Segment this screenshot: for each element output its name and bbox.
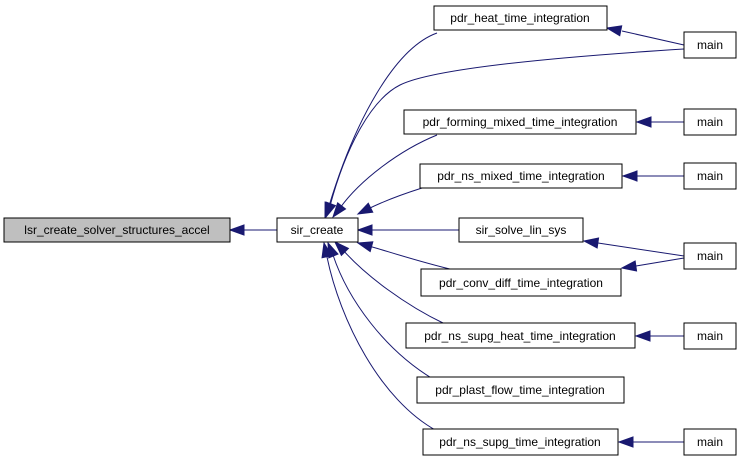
arrowhead-icon (356, 224, 373, 236)
node-main-2[interactable]: main (683, 108, 737, 136)
edge-line (339, 134, 438, 209)
arrowhead-icon (356, 241, 374, 253)
node-label: pdr_ns_supg_time_integration (439, 435, 600, 449)
node-label: lsr_create_solver_structures_accel (24, 223, 209, 237)
node-label: pdr_ns_supg_heat_time_integration (424, 329, 615, 343)
node-pdr-heat-time-integration[interactable]: pdr_heat_time_integration (433, 5, 608, 31)
node-label: pdr_heat_time_integration (450, 11, 589, 25)
node-label: pdr_forming_mixed_time_integration (423, 115, 618, 129)
node-pdr-ns-mixed-time-integration[interactable]: pdr_ns_mixed_time_integration (419, 163, 623, 189)
node-label: pdr_conv_diff_time_integration (439, 276, 603, 290)
node-label: main (697, 435, 723, 449)
node-label: sir_create (291, 223, 344, 237)
node-pdr-conv-diff-time-integration[interactable]: pdr_conv_diff_time_integration (420, 268, 622, 297)
node-main-1[interactable]: main (683, 31, 737, 59)
edge-main4-to-solve (582, 237, 685, 257)
node-main-4[interactable]: main (683, 242, 737, 270)
node-pdr-ns-supg-time-integration[interactable]: pdr_ns_supg_time_integration (422, 428, 619, 456)
arrowhead-icon (228, 224, 245, 236)
edge-sir_create-to-lsr (228, 224, 277, 236)
edge-main3-to-ns_mixed (621, 170, 684, 182)
edge-line (332, 254, 434, 380)
node-label: main (697, 38, 723, 52)
edge-line (635, 257, 685, 267)
node-main-5[interactable]: main (683, 322, 737, 350)
edge-supg_heat-to-sir_create (333, 240, 446, 325)
edge-solve-to-sir_create (356, 224, 459, 236)
edge-main6-to-supg (617, 436, 684, 448)
edge-main4-to-conv (620, 257, 685, 272)
node-label: pdr_plast_flow_time_integration (435, 383, 604, 397)
node-label: main (697, 115, 723, 129)
arrowhead-icon (617, 436, 634, 448)
node-main-3[interactable]: main (683, 162, 737, 190)
edge-main5-to-supg_heat (634, 330, 684, 342)
node-label: main (697, 329, 723, 343)
node-pdr-ns-supg-heat-time-integration[interactable]: pdr_ns_supg_heat_time_integration (405, 322, 636, 349)
edge-line (367, 187, 423, 210)
arrowhead-icon (321, 241, 333, 259)
node-pdr-forming-mixed-time-integration[interactable]: pdr_forming_mixed_time_integration (403, 109, 637, 135)
node-sir-solve-lin-sys[interactable]: sir_solve_lin_sys (458, 217, 584, 243)
node-label: main (697, 249, 723, 263)
node-pdr-plast-flow-time-integration[interactable]: pdr_plast_flow_time_integration (416, 376, 625, 404)
edge-conv-to-sir_create (356, 241, 455, 271)
arrowhead-icon (333, 240, 350, 257)
arrowhead-icon (325, 201, 337, 219)
edge-line (621, 30, 685, 46)
edge-main1-to-sir_create (325, 48, 685, 219)
edge-line (342, 249, 446, 325)
edge-line (329, 48, 685, 207)
arrowhead-icon (621, 170, 638, 182)
edge-main1-to-heat (605, 25, 685, 46)
arrowhead-icon (605, 25, 623, 37)
edge-line (368, 245, 455, 271)
arrowhead-icon (332, 202, 347, 219)
arrowhead-icon (620, 260, 638, 272)
edge-ns_mixed-to-sir_create (356, 187, 423, 215)
edge-supg-to-sir_create (321, 241, 438, 432)
node-lsr: lsr_create_solver_structures_accel (3, 217, 231, 243)
edge-main2-to-forming (635, 116, 684, 128)
arrowhead-icon (582, 237, 600, 249)
arrowhead-icon (634, 330, 651, 342)
arrowhead-icon (356, 202, 374, 215)
node-label: main (697, 169, 723, 183)
arrowhead-icon (635, 116, 652, 128)
node-label: sir_solve_lin_sys (476, 223, 567, 237)
node-main-6[interactable]: main (683, 428, 737, 456)
edge-forming-to-sir_create (332, 134, 438, 219)
node-label: pdr_ns_mixed_time_integration (437, 169, 604, 183)
node-sir-create[interactable]: sir_create (276, 217, 359, 243)
edge-line (326, 256, 438, 432)
edge-line (597, 242, 685, 257)
